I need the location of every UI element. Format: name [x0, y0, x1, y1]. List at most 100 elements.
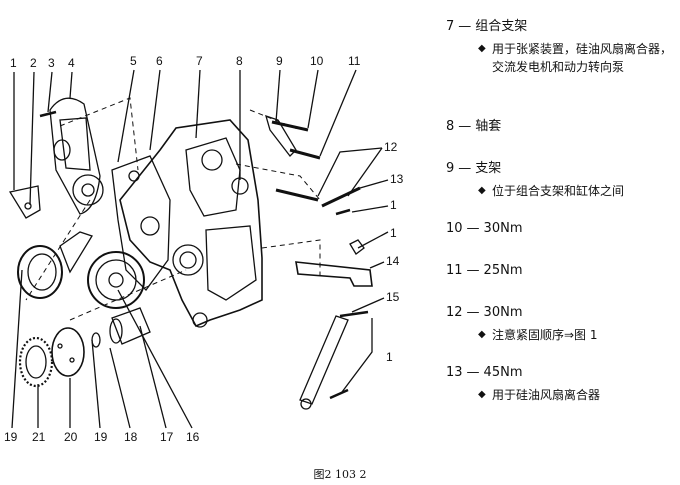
legend-entry-9: 9—支架 ◆ 位于组合支架和缸体之间: [446, 160, 676, 200]
callout-number: 19: [94, 430, 108, 444]
bolt-hole: [69, 357, 75, 363]
leader-line: [369, 261, 385, 269]
leader-line: [359, 179, 389, 189]
legend-entry-13: 13—45Nm ◆ 用于硅油风扇离合器: [446, 364, 676, 404]
dashed-assembly-line: [261, 239, 321, 275]
bracket-rib: [205, 225, 257, 301]
gear-part: [18, 336, 54, 388]
pulley-groove: [95, 259, 137, 301]
bracket-rib: [185, 137, 241, 217]
pulley-part: [72, 174, 104, 206]
leader-line: [351, 297, 385, 313]
callout-number: 7: [196, 54, 203, 68]
callout-number: 1: [386, 350, 393, 364]
tensioner-part: [49, 97, 101, 215]
pulley-hub: [81, 183, 95, 197]
bolt-part: [39, 110, 57, 118]
callout-number: 1: [10, 56, 17, 70]
bore-hole: [128, 170, 140, 182]
callout-number: 1: [390, 198, 397, 212]
legend-entry-11: 11—25Nm: [446, 263, 523, 278]
diamond-bullet-icon: ◆: [478, 185, 486, 196]
leader-line: [11, 269, 23, 429]
tensioner-part: [59, 117, 91, 171]
legend-entry-12: 12—30Nm ◆ 注意紧固顺序⇒图 1: [446, 304, 676, 344]
callout-number: 12: [384, 140, 398, 154]
callout-number: 18: [124, 430, 138, 444]
bore-hole: [201, 149, 223, 171]
leader-line: [341, 318, 373, 393]
dashed-assembly-line: [69, 269, 187, 321]
bolt-part: [329, 388, 349, 400]
leader-line: [275, 69, 281, 123]
legend-note: ◆ 位于组合支架和缸体之间: [478, 184, 625, 198]
callout-number: 6: [156, 54, 163, 68]
callout-number: 21: [32, 430, 46, 444]
seal-ring-part: [17, 245, 63, 299]
tensioner-part: [53, 139, 71, 161]
leader-line: [317, 147, 383, 197]
washer-part: [91, 332, 101, 348]
leader-line: [347, 147, 383, 197]
leader-line: [319, 69, 357, 157]
combination-bracket-part: [119, 119, 263, 328]
leader-line: [149, 69, 161, 151]
leader-line: [29, 71, 35, 206]
bore-hole: [172, 244, 204, 276]
bolt-15: [339, 310, 369, 318]
support-bracket-9: [265, 114, 297, 157]
legend-note: ◆ 用于张紧装置，硅油风扇离合器，交流发电机和动力转向泵: [478, 42, 673, 74]
leader-line: [109, 347, 131, 429]
callout-number: 19: [4, 430, 18, 444]
dashed-assembly-line: [235, 163, 321, 201]
legend-note: ◆ 注意紧固顺序⇒图 1: [478, 328, 598, 342]
dashed-assembly-line: [25, 199, 91, 301]
figure-caption: 图2 103 2: [313, 468, 367, 481]
callout-number: 13: [390, 172, 404, 186]
bolt-10: [271, 120, 309, 132]
nut-part: [349, 239, 365, 255]
leader-line: [117, 69, 135, 163]
strut-rod: [299, 315, 349, 405]
bolt-part: [24, 202, 32, 210]
leader-line: [47, 71, 53, 113]
leader-line: [307, 69, 319, 129]
gasket-part: [111, 155, 171, 291]
callout-number: 3: [48, 56, 55, 70]
diamond-bullet-icon: ◆: [478, 329, 486, 340]
bolt-13: [321, 186, 361, 208]
leader-line: [91, 339, 101, 429]
bolt-hole: [57, 343, 63, 349]
bore-hole: [140, 216, 160, 236]
legend-entry-10: 10—30Nm: [446, 221, 523, 236]
bore-hole: [300, 398, 312, 410]
legend-entry-8: 8—轴套: [446, 119, 502, 134]
callout-number: 8: [236, 54, 243, 68]
callout-number: 16: [186, 430, 200, 444]
leader-line: [195, 69, 201, 139]
gear-part: [25, 345, 47, 379]
leader-line: [351, 205, 389, 213]
sleeve-part: [109, 318, 123, 344]
pulley-hub: [108, 272, 124, 288]
exploded-parts-drawing: [8, 69, 389, 429]
callout-number: 15: [386, 290, 400, 304]
callout-number: 10: [310, 54, 324, 68]
pulley-part: [87, 251, 145, 309]
callout-number: 2: [30, 56, 37, 70]
leader-line: [69, 71, 73, 99]
leader-line: [357, 231, 389, 249]
sleeve-part: [231, 177, 249, 195]
diamond-bullet-icon: ◆: [478, 43, 486, 54]
callout-number: 5: [130, 54, 137, 68]
bore-hole: [179, 251, 197, 269]
bore-hole: [192, 312, 208, 328]
callout-number: 20: [64, 430, 78, 444]
bracket-part: [8, 185, 41, 219]
callout-number: 4: [68, 56, 75, 70]
callout-number: 9: [276, 54, 283, 68]
leader-line: [117, 289, 193, 429]
bracket-part: [59, 231, 93, 274]
hub-part: [51, 327, 85, 377]
callout-number: 11: [348, 54, 361, 68]
